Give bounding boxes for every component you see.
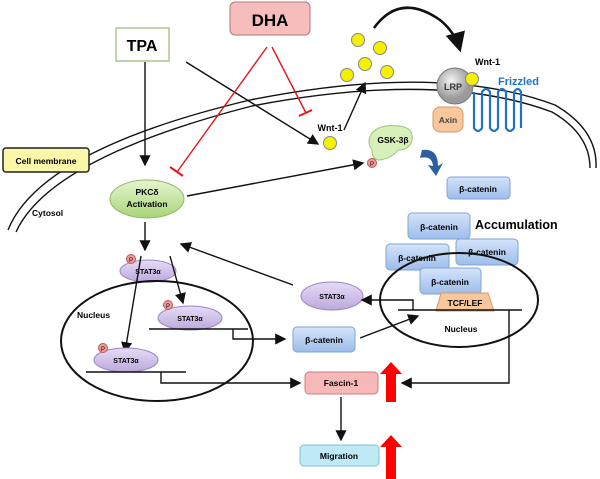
phospho-label: P [166,304,170,310]
secreted-wnt1-cluster [340,33,394,82]
tcf-to-fascin-arrow [400,310,510,389]
wnt1-to-receptor-arrow [372,6,465,53]
stat3-feedback-arrow [179,242,294,286]
beta-catenin-label: β-catenin [420,222,458,232]
beta-catenin-label: β-catenin [431,277,469,287]
nucleus-left-label: Nucleus [77,310,110,320]
axin-label: Axin [439,115,457,125]
bound-wnt1-label: Wnt-1 [475,57,500,67]
phospho-label: P [129,258,133,264]
dha-box: DHA [229,1,311,36]
tcf-lef-node [435,292,495,312]
wnt1-secretion-arrow [343,81,367,131]
phospho-label: P [101,347,105,353]
nucleus-left [60,280,254,402]
nucleus-right-label: Nucleus [444,324,477,334]
stat3-nuclear-node-1 [157,305,223,331]
wnt1-label: Wnt-1 [318,123,343,133]
axin-box [432,106,464,133]
cell-membrane-label: Cell membrane [16,156,77,166]
stat3-to-nucleus-arrow-1 [121,255,142,354]
frizzled-label: Frizzled [498,76,539,88]
phospho-icon [163,300,173,310]
stat3-label: STAT3α [319,294,345,301]
fascin1-box [304,371,379,395]
tpa-label: TPA [127,38,158,55]
stat3-label: STAT3α [177,316,203,323]
migration-box [299,444,380,467]
lrp-receptor [436,67,474,105]
accumulation-label: Accumulation [475,218,558,232]
wnt1-ligand [323,136,337,150]
gsk3b-node [368,125,413,161]
tcf-to-stat3-arrow [360,294,414,310]
pkc-label: PKCδ [135,187,158,197]
cytosol-label: Cytosol [32,208,63,218]
dha-inhibits-wnt1 [271,46,313,117]
stat3-label: STAT3α [113,358,139,365]
stat3-to-nucleus-arrow-2 [169,255,186,305]
beta-catenin-label: β-catenin [305,335,343,345]
dha-label: DHA [252,11,289,30]
beta-catenin-label: β-catenin [459,184,497,194]
fascin-upregulation-arrow-icon [380,362,402,402]
stat3-to-fascin-arrow [160,372,302,389]
phospho-icon [126,254,136,264]
stat3-label: STAT3α [135,269,161,276]
tpa-box: TPA [115,27,170,62]
beta-catenin-label: β-catenin [468,247,506,257]
frizzled-receptor [472,87,523,133]
beta-catenin-node [292,326,356,353]
fascin1-label: Fascin-1 [324,378,359,388]
curved-blue-arrow-icon [420,149,443,176]
stat3-to-beta-catenin-arrow [232,329,287,345]
gsk3b-phospho [367,158,377,168]
gsk3b-label: GSK-3β [377,135,408,145]
dha-inhibits-pkc [169,46,268,177]
pkc-to-gsk3b-arrow [186,159,365,197]
pkc-activation-node [109,179,185,219]
tpa-to-wnt1-arrow [185,61,320,145]
beta-catenin-accumulation: β-catenin β-catenin β-catenin β-catenin [385,176,519,271]
beta-catenin-label: β-catenin [398,253,436,263]
pkc-activation-label: Activation [126,199,167,209]
bound-wnt1 [465,72,479,86]
migration-upregulation-arrow-icon [380,435,402,479]
cell-membrane-box [2,147,90,173]
phospho-icon [98,343,108,353]
beta-catenin-to-nucleus-arrow [359,314,420,339]
lrp-label: LRP [444,82,462,92]
migration-label: Migration [320,451,358,461]
tcf-lef-label: TCF/LEF [448,298,483,308]
gsk3b-phospho-label: P [370,162,374,168]
